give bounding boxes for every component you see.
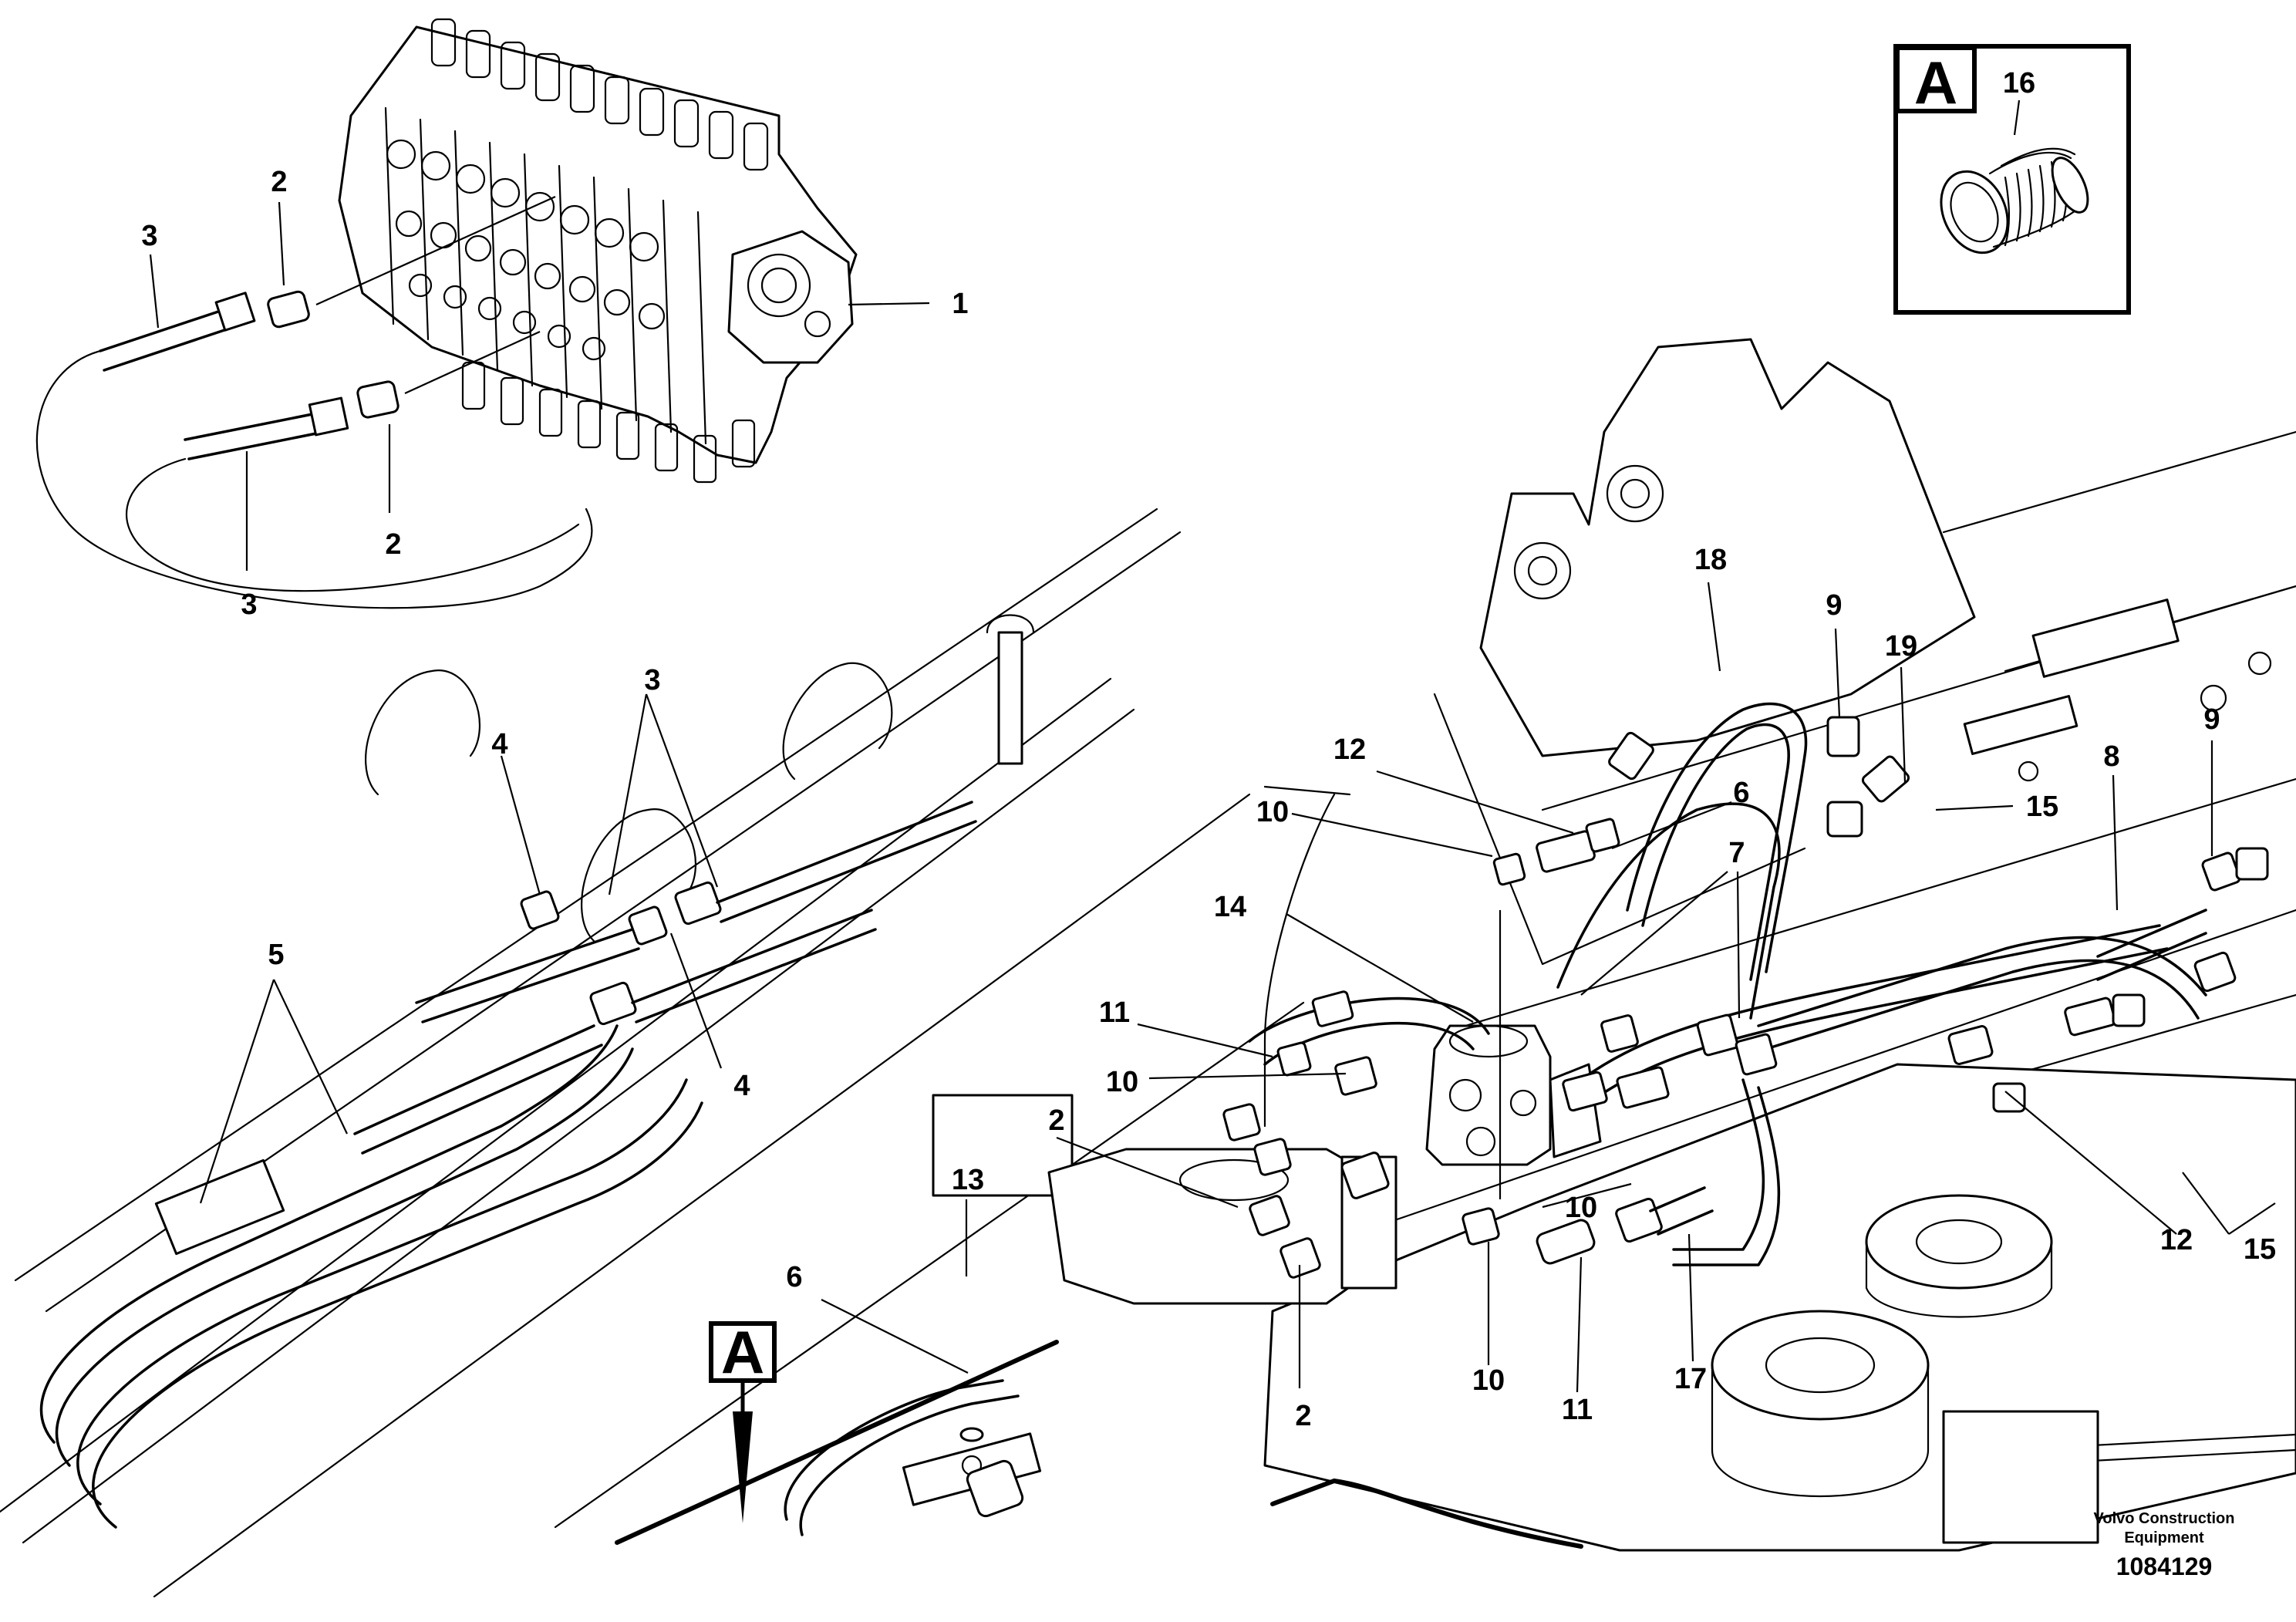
callout-2: 2 <box>271 166 287 198</box>
callout-2: 2 <box>1295 1400 1311 1432</box>
detail-part-number: 16 <box>2003 67 2035 99</box>
callout-10: 10 <box>1565 1192 1597 1224</box>
leader-lines <box>149 201 2276 1393</box>
callout-13: 13 <box>952 1164 984 1196</box>
callout-15: 15 <box>2026 791 2058 823</box>
callout-4: 4 <box>491 728 507 760</box>
bellows-sleeve <box>1940 147 2089 255</box>
control-valve-block <box>338 18 858 484</box>
callout-2: 2 <box>385 528 401 561</box>
callout-18: 18 <box>1694 544 1727 576</box>
upper-hoses <box>35 195 593 609</box>
callout-8: 8 <box>2103 740 2119 773</box>
callout-9: 9 <box>2203 703 2220 736</box>
upper-frame-right <box>784 338 2296 1552</box>
callout-3: 3 <box>241 588 257 621</box>
document-number: 1084129 <box>2116 1553 2213 1580</box>
callout-3: 3 <box>644 664 660 696</box>
brand-name-line1: Volvo Construction <box>2094 1510 2235 1527</box>
lower-frame-left <box>0 508 1305 1598</box>
callout-6: 6 <box>786 1261 802 1293</box>
callout-7: 7 <box>1728 837 1745 869</box>
callout-10: 10 <box>1256 796 1289 828</box>
callout-12: 12 <box>1333 733 1366 766</box>
callout-4: 4 <box>733 1070 750 1102</box>
view-marker-letter: A <box>721 1318 764 1386</box>
brand-name-line2: Equipment <box>2124 1529 2204 1546</box>
callout-3: 3 <box>141 220 157 252</box>
callout-15: 15 <box>2244 1233 2276 1266</box>
callout-17: 17 <box>1674 1363 1707 1395</box>
detail-a-inset: A 16 <box>1893 44 2131 315</box>
detail-letter: A <box>1914 49 1957 116</box>
callout-12: 12 <box>2160 1224 2193 1256</box>
callout-2: 2 <box>1048 1104 1064 1137</box>
callout-11: 11 <box>1099 996 1130 1029</box>
view-marker-a: A <box>709 1318 777 1523</box>
callout-19: 19 <box>1885 630 1917 663</box>
callout-11: 11 <box>1562 1394 1593 1426</box>
view-boundary-line <box>1270 1478 1583 1549</box>
view-boundary-line <box>615 1340 1059 1545</box>
callout-labels: 1 2 2 3 3 3 4 4 5 2 2 6 13 11 10 14 10 1… <box>141 166 2276 1432</box>
callout-10: 10 <box>1472 1364 1505 1397</box>
title-block: Volvo Construction Equipment 1084129 <box>2094 1510 2235 1580</box>
callout-1: 1 <box>952 288 968 320</box>
callout-10: 10 <box>1106 1066 1138 1098</box>
callout-14: 14 <box>1214 891 1246 923</box>
callout-9: 9 <box>1826 589 1842 622</box>
callout-6: 6 <box>1733 777 1749 809</box>
callout-5: 5 <box>268 939 284 971</box>
